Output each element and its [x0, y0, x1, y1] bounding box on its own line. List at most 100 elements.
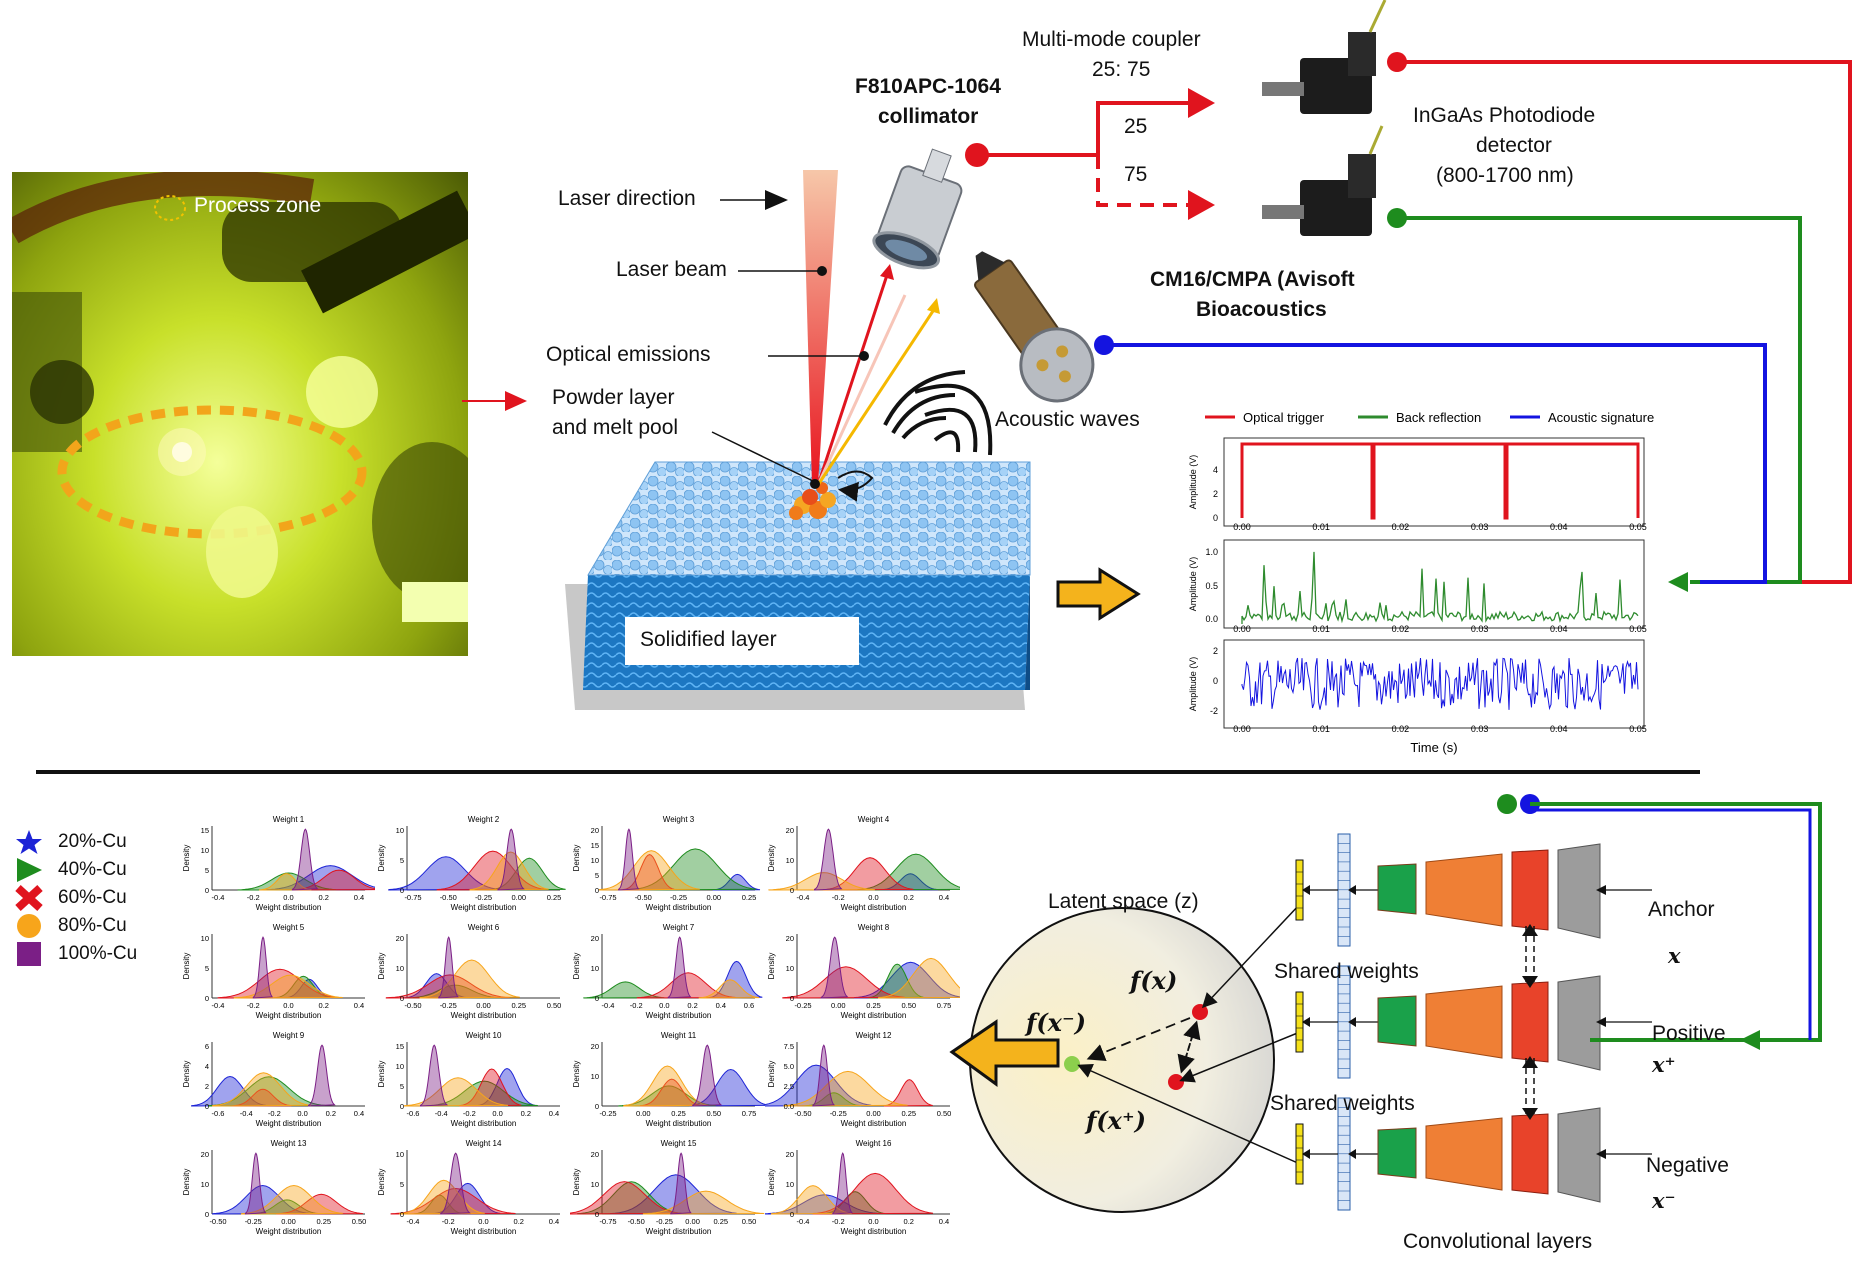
weight-panel-title: Weight 15: [661, 1139, 697, 1148]
detector-label-3: (800-1700 nm): [1436, 164, 1574, 187]
acoustic-line: [1104, 343, 1767, 584]
weight-xtick: 0.0: [283, 1001, 293, 1010]
weight-ylabel: Density: [572, 1061, 581, 1088]
acoustic-line: [1241, 657, 1639, 711]
weight-panel-title: Weight 6: [468, 923, 500, 932]
weight-ytick: 0: [205, 886, 209, 895]
weight-xtick: -0.75: [599, 1217, 616, 1226]
weight-panel-title: Weight 3: [663, 815, 695, 824]
xtick-label: 0.02: [1392, 624, 1410, 634]
weight-xtick: 0.00: [866, 1109, 881, 1118]
weight-xtick: 0.4: [354, 1109, 364, 1118]
coupler-label-2: 25: 75: [1092, 58, 1151, 81]
weight-xtick: -0.50: [209, 1217, 226, 1226]
ytick: 2: [1213, 646, 1218, 656]
kde-curve: [191, 1075, 266, 1107]
weight-xtick: -0.25: [475, 893, 492, 902]
weight-ytick: 20: [786, 1150, 794, 1159]
weight-xtick: 0.4: [939, 1217, 949, 1226]
weight-ytick: 10: [396, 1062, 404, 1071]
weight-ytick: 0: [400, 1210, 404, 1219]
weight-xlabel: Weight distribution: [646, 1227, 712, 1236]
kde-curve: [231, 1088, 292, 1107]
xtick-label: 0.00: [1233, 522, 1251, 532]
cnn-branch: [1295, 833, 1652, 947]
weight-xtick: -0.2: [247, 893, 260, 902]
kde-curve: [618, 828, 640, 891]
signals-input-arrow: [1668, 572, 1688, 592]
weight-xlabel: Weight distribution: [256, 903, 322, 912]
ytick: 0: [1213, 676, 1218, 686]
weight-ytick: 10: [591, 964, 599, 973]
weight-xtick: 0.00: [281, 1217, 296, 1226]
weight-xlabel: Weight distribution: [451, 903, 517, 912]
weight-panel-title: Weight 9: [273, 1031, 305, 1040]
split-25-arrow: [1188, 88, 1215, 118]
kde-curve: [812, 1172, 934, 1215]
conv-block-gray: [1557, 975, 1601, 1071]
acoustic-trace: [1241, 657, 1639, 711]
weight-ytick: 20: [591, 1042, 599, 1051]
circle-icon: [17, 914, 41, 938]
kde-curve: [868, 963, 924, 999]
cross-icon: [15, 885, 43, 911]
positive-input-arrow: [1740, 1030, 1760, 1050]
xtick-label: 0.05: [1629, 724, 1647, 734]
square-icon: [17, 942, 41, 966]
weight-xlabel: Weight distribution: [841, 1011, 907, 1020]
weight-xtick: 0.25: [742, 893, 757, 902]
kde-curve: [436, 850, 545, 891]
weight-ytick: 10: [396, 964, 404, 973]
melt-pool: [789, 482, 836, 520]
weight-ytick: 10: [396, 826, 404, 835]
powder-layer: [587, 461, 1031, 576]
weight-xtick: 0.0: [659, 1001, 669, 1010]
weight-xlabel: Weight distribution: [646, 903, 712, 912]
conv-block-gray: [1557, 1107, 1601, 1203]
kde-curve: [782, 966, 905, 999]
weight-xtick: 0.25: [866, 1001, 881, 1010]
weight-ylabel: Density: [182, 845, 191, 872]
f-positive-label: f(x⁺): [1086, 1106, 1147, 1135]
weight-xlabel: Weight distribution: [646, 1011, 712, 1020]
laser-beam-label: Laser beam: [616, 258, 727, 281]
weight-panel-title: Weight 8: [858, 923, 890, 932]
weight-ytick: 5: [595, 871, 599, 880]
back-reflection-trace: [1241, 551, 1639, 624]
kde-curve: [883, 1079, 933, 1107]
kde-curve: [570, 1181, 682, 1215]
weight-xtick: 0.75: [742, 1109, 757, 1118]
weight-xtick: -0.25: [794, 1001, 811, 1010]
siamese-network-diagram: [949, 794, 1822, 1213]
laser-direction-label: Laser direction: [558, 187, 696, 210]
conv-block-red: [1511, 981, 1549, 1063]
weight-xlabel: Weight distribution: [646, 1119, 712, 1128]
acoustic-waves-label: Acoustic waves: [995, 408, 1140, 431]
weight-xtick: 0.00: [685, 1217, 700, 1226]
weight-xlabel: Weight distribution: [841, 1119, 907, 1128]
weight-ytick: 10: [591, 1072, 599, 1081]
kde-curve: [217, 968, 338, 999]
weight-xtick: 0.50: [547, 1001, 562, 1010]
weight-ytick: 20: [591, 826, 599, 835]
kde-curve: [419, 959, 520, 999]
kde-curve: [712, 873, 761, 891]
weight-ylabel: Density: [572, 845, 581, 872]
weight-ytick: 0: [205, 1210, 209, 1219]
weight-xtick: 0.00: [706, 893, 721, 902]
emission-ray-yellow: [816, 307, 937, 486]
weight-xtick: 0.50: [352, 1217, 367, 1226]
weight-ytick: 0: [205, 1102, 209, 1111]
weight-xtick: 0.25: [316, 1217, 331, 1226]
weight-ylabel: Density: [767, 1061, 776, 1088]
xtick-label: 0.01: [1312, 724, 1330, 734]
embedding-bar: [1295, 859, 1304, 921]
weight-xtick: -0.2: [832, 1217, 845, 1226]
legend-optical-trigger: Optical trigger: [1243, 410, 1325, 425]
weight-ytick: 0: [595, 1210, 599, 1219]
